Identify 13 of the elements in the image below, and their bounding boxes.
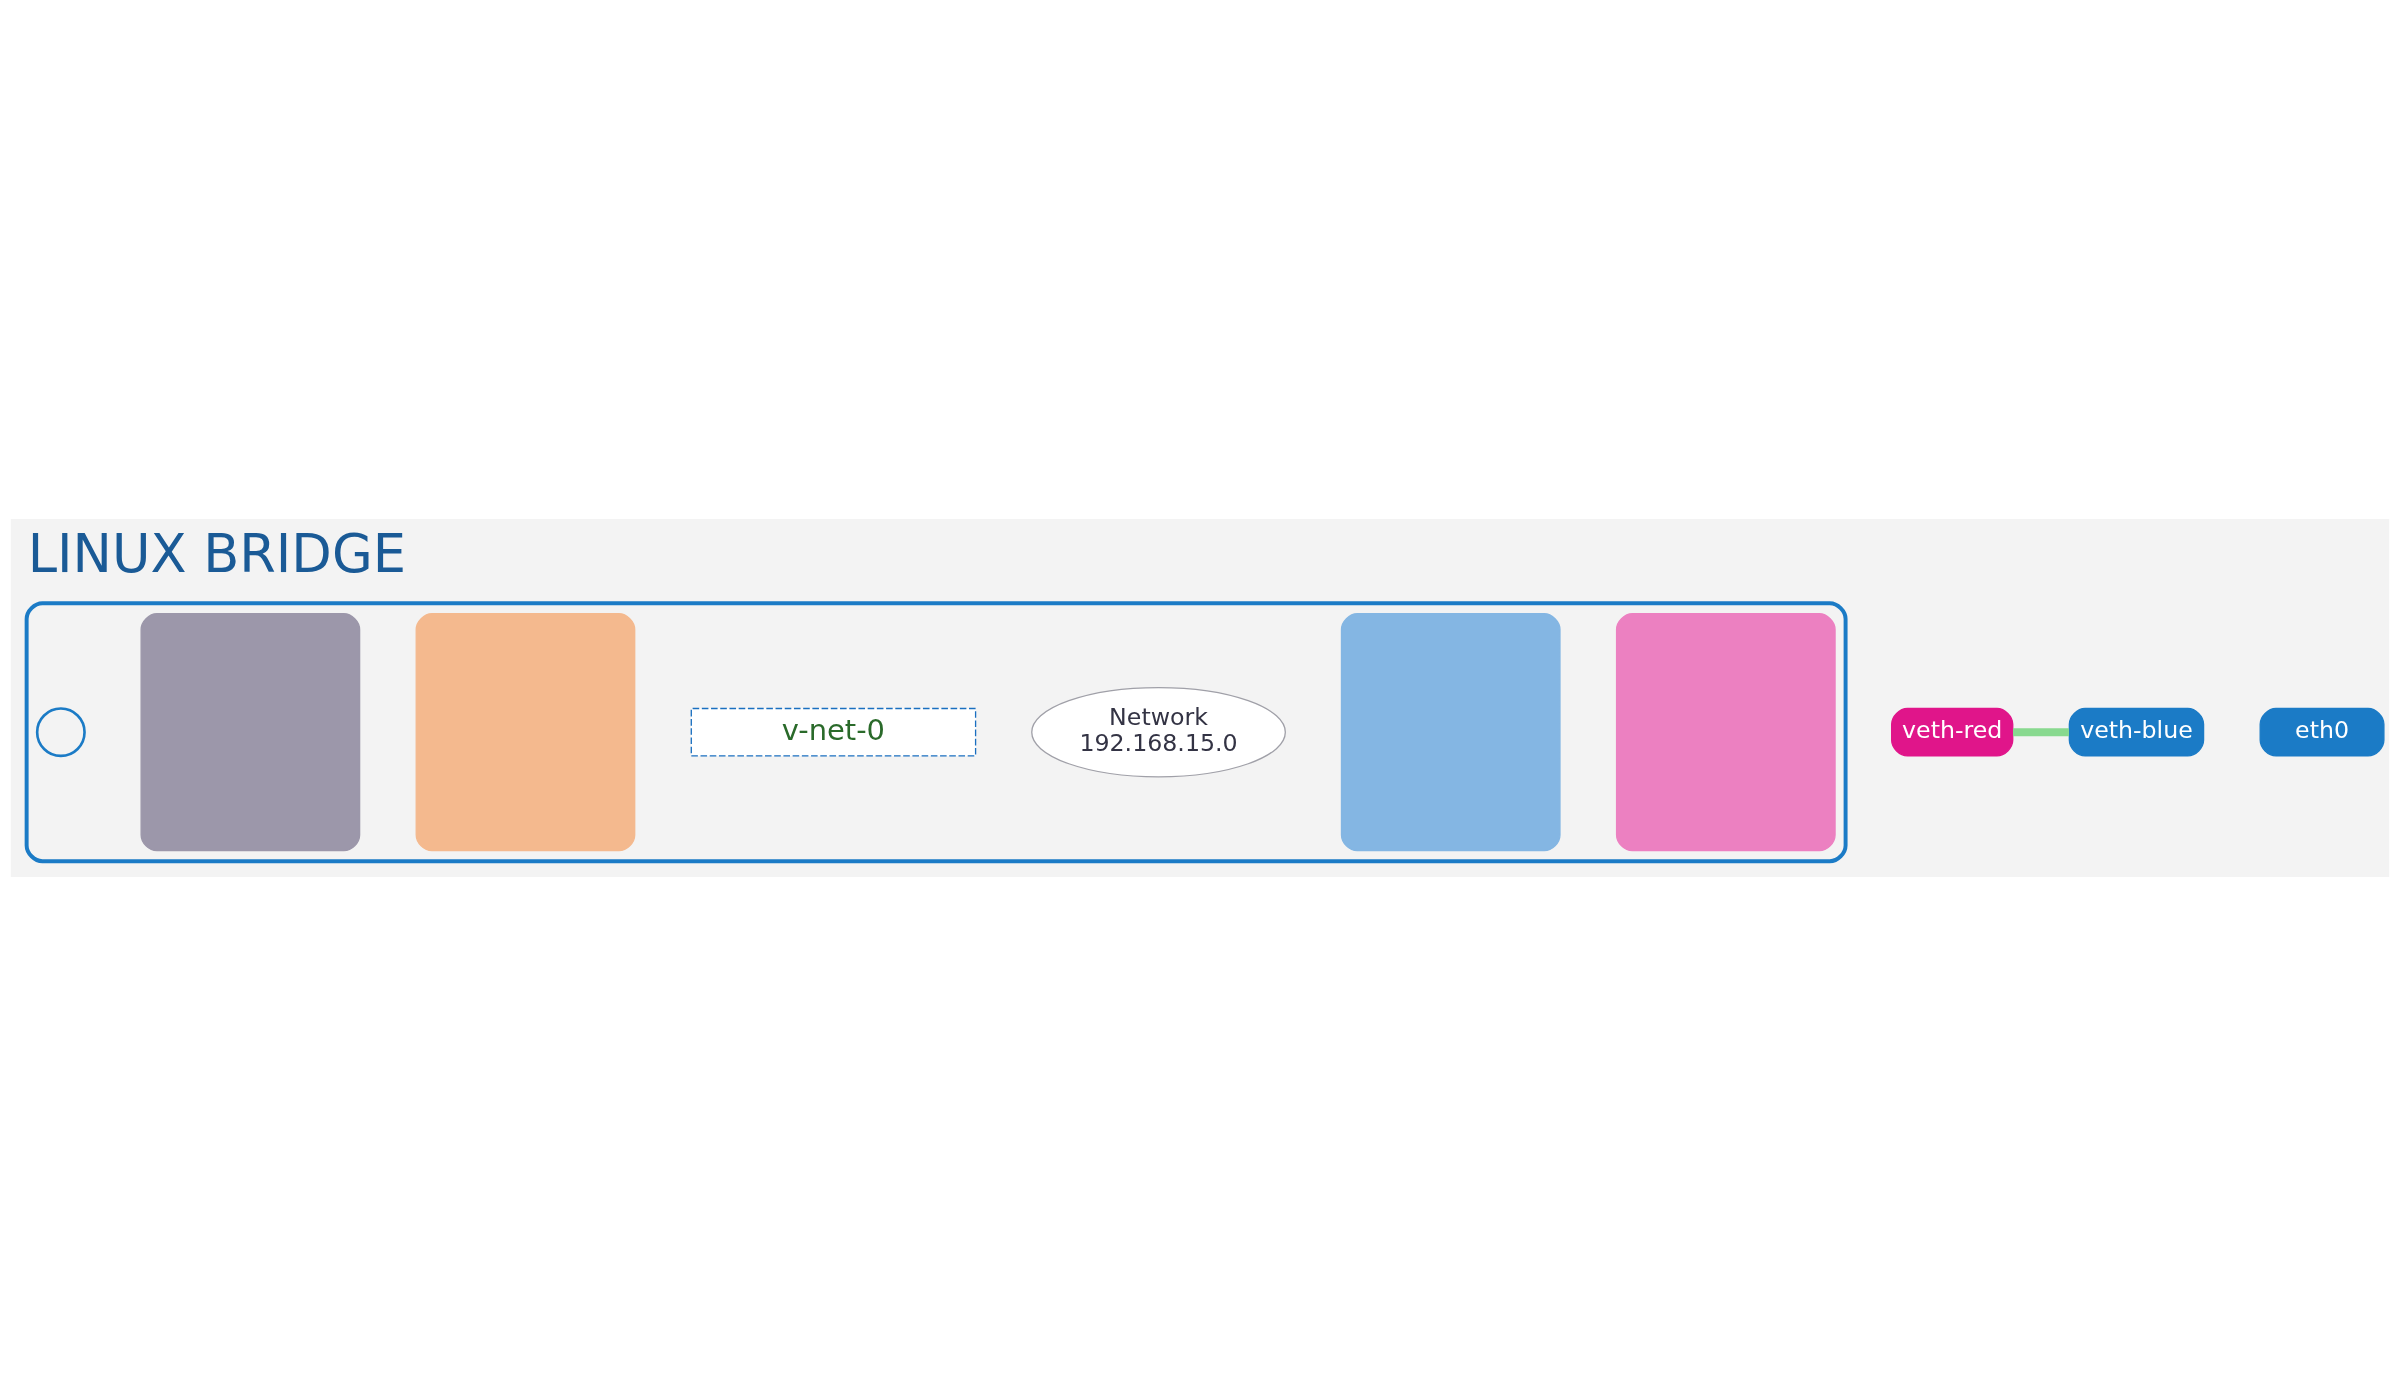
connector (2013, 728, 2069, 737)
node-box: veth-blue (2068, 707, 2205, 757)
node-box: veth-red (1891, 707, 2014, 757)
node-box: eth0 (2259, 707, 2385, 757)
node-ellipse: Network 192.168.15.0 (1031, 686, 1286, 778)
cluster (24, 601, 1848, 864)
node-box (1615, 613, 1836, 852)
node-box (140, 613, 361, 852)
node-circle (35, 707, 86, 758)
diagram-title: LINUX BRIDGE (27, 522, 406, 584)
node-box (1340, 613, 1561, 852)
node-box: v-net-0 (690, 707, 977, 757)
node-box (415, 613, 636, 852)
